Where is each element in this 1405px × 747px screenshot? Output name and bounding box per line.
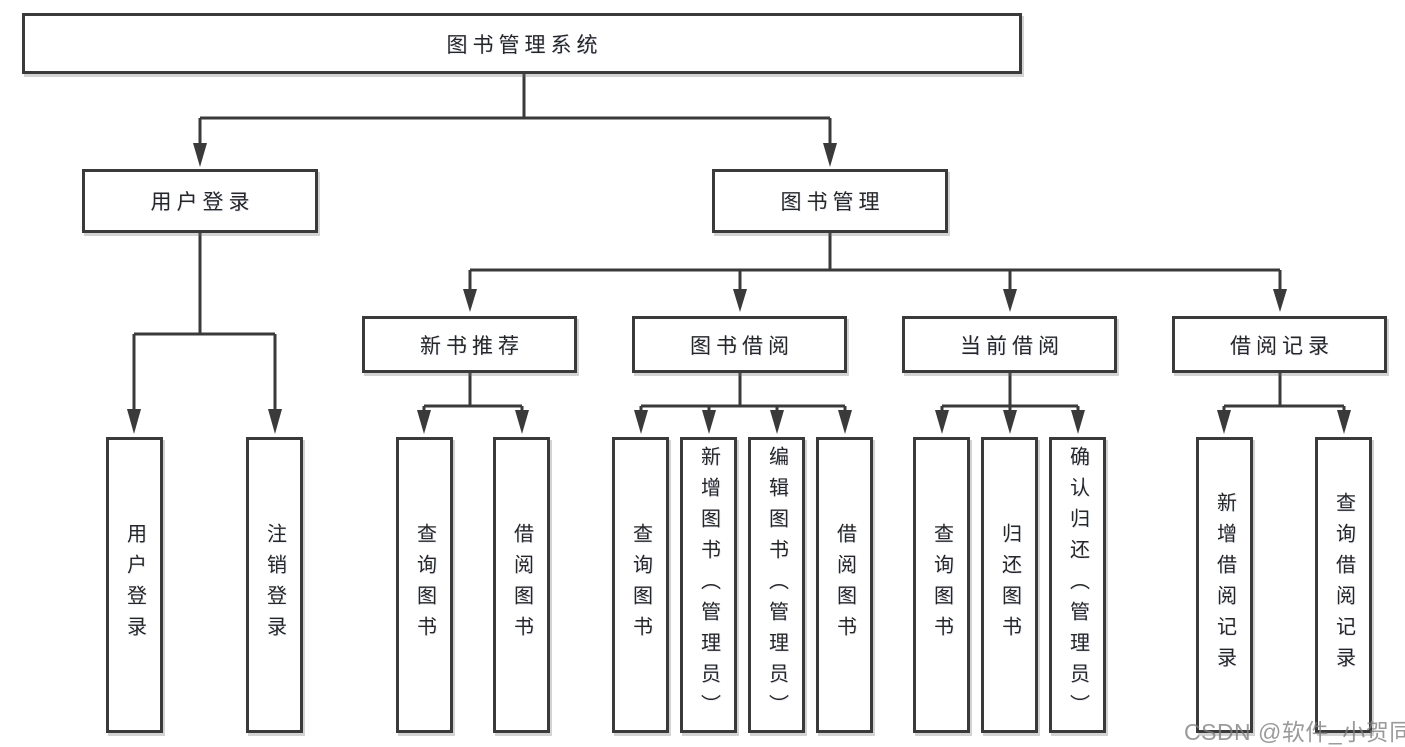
node-book-management-label: 图书管理 bbox=[780, 191, 885, 214]
leaf-query-books-recommend: 查询图书 bbox=[396, 437, 453, 733]
leaf-borrow-books-label: 借阅图书 bbox=[833, 523, 856, 647]
leaf-borrow-books-recommend-label: 借阅图书 bbox=[510, 523, 533, 647]
node-book-borrow: 图书借阅 bbox=[632, 316, 847, 373]
leaf-query-borrow-record: 查询借阅记录 bbox=[1315, 437, 1372, 733]
leaf-user-login-label: 用户登录 bbox=[123, 523, 146, 647]
leaf-return-books-label: 归还图书 bbox=[998, 523, 1021, 647]
node-library-system: 图书管理系统 bbox=[22, 13, 1022, 74]
node-current-borrow: 当前借阅 bbox=[902, 316, 1117, 373]
node-borrow-records: 借阅记录 bbox=[1172, 316, 1387, 373]
leaf-logout-label: 注销登录 bbox=[263, 523, 286, 647]
leaf-user-login: 用户登录 bbox=[106, 437, 163, 733]
leaf-borrow-books: 借阅图书 bbox=[816, 437, 873, 733]
leaf-add-books-admin-label: 新增图书（管理员） bbox=[697, 445, 720, 725]
node-new-book-recommend: 新书推荐 bbox=[362, 316, 577, 373]
leaf-query-books-current: 查询图书 bbox=[913, 437, 970, 733]
node-library-system-label: 图书管理系统 bbox=[446, 33, 603, 57]
leaf-add-borrow-record: 新增借阅记录 bbox=[1196, 437, 1253, 733]
leaf-logout: 注销登录 bbox=[246, 437, 303, 733]
leaf-query-books-recommend-label: 查询图书 bbox=[413, 523, 436, 647]
leaf-edit-books-admin: 编辑图书（管理员） bbox=[748, 437, 805, 733]
node-borrow-records-label: 借阅记录 bbox=[1230, 334, 1334, 358]
leaf-query-books-borrow: 查询图书 bbox=[612, 437, 669, 733]
node-book-management: 图书管理 bbox=[712, 169, 948, 233]
leaf-query-borrow-record-label: 查询借阅记录 bbox=[1332, 492, 1355, 678]
node-user-login: 用户登录 bbox=[82, 169, 318, 233]
leaf-add-books-admin: 新增图书（管理员） bbox=[680, 437, 737, 733]
arrowheads bbox=[127, 143, 1351, 434]
leaf-edit-books-admin-label: 编辑图书（管理员） bbox=[765, 445, 788, 725]
node-current-borrow-label: 当前借阅 bbox=[960, 334, 1064, 358]
leaf-return-books: 归还图书 bbox=[981, 437, 1038, 733]
node-user-login-label: 用户登录 bbox=[150, 191, 255, 214]
watermark: CSDN @软件_小贺同学 bbox=[1184, 719, 1405, 745]
leaf-borrow-books-recommend: 借阅图书 bbox=[493, 437, 550, 733]
leaf-query-books-borrow-label: 查询图书 bbox=[629, 523, 652, 647]
leaf-confirm-return-admin: 确认归还（管理员） bbox=[1049, 437, 1106, 733]
leaf-query-books-current-label: 查询图书 bbox=[930, 523, 953, 647]
leaf-add-borrow-record-label: 新增借阅记录 bbox=[1213, 492, 1236, 678]
leaf-confirm-return-admin-label: 确认归还（管理员） bbox=[1066, 445, 1089, 725]
node-new-book-recommend-label: 新书推荐 bbox=[420, 334, 524, 358]
node-book-borrow-label: 图书借阅 bbox=[690, 334, 794, 358]
